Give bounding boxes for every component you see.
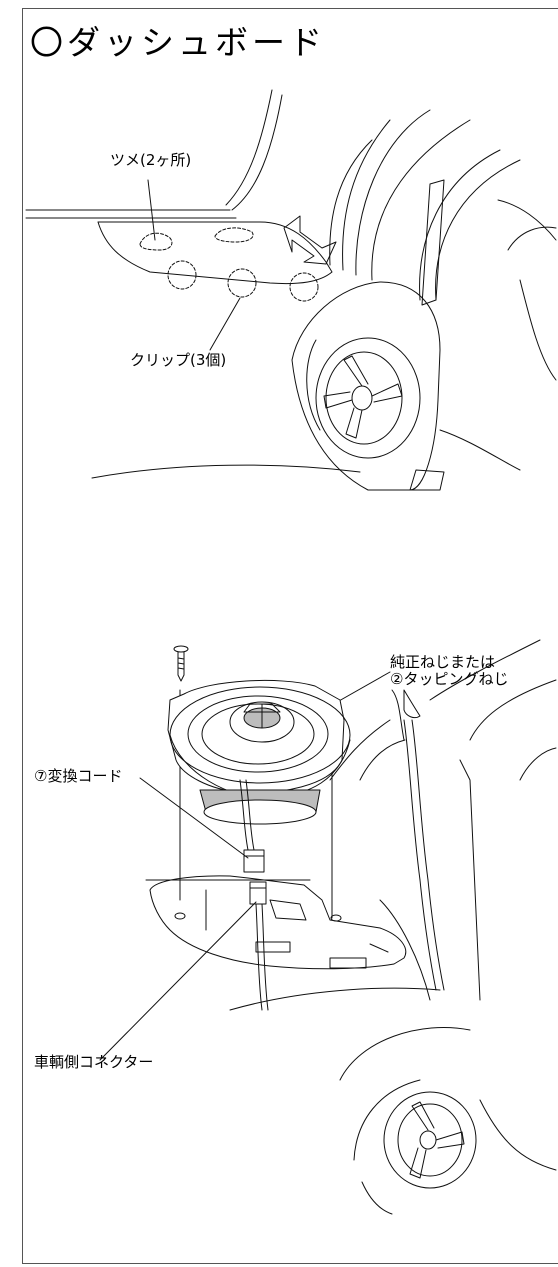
page-frame xyxy=(22,8,558,1264)
dashboard-panel-illustration xyxy=(25,89,557,491)
section-title: 〇ダッシュボード xyxy=(30,23,326,62)
screws-label-line2: ②タッピングねじ xyxy=(390,671,509,688)
adapter-cord-label: ⑦変換コード xyxy=(34,767,123,785)
clips-label: クリップ(3個) xyxy=(130,351,227,369)
vehicle-connector-label: 車輌側コネクター xyxy=(34,1053,154,1071)
screws-label-line1: 純正ねじまたは xyxy=(390,653,496,671)
tabs-label: ツメ(2ヶ所) xyxy=(110,151,192,169)
